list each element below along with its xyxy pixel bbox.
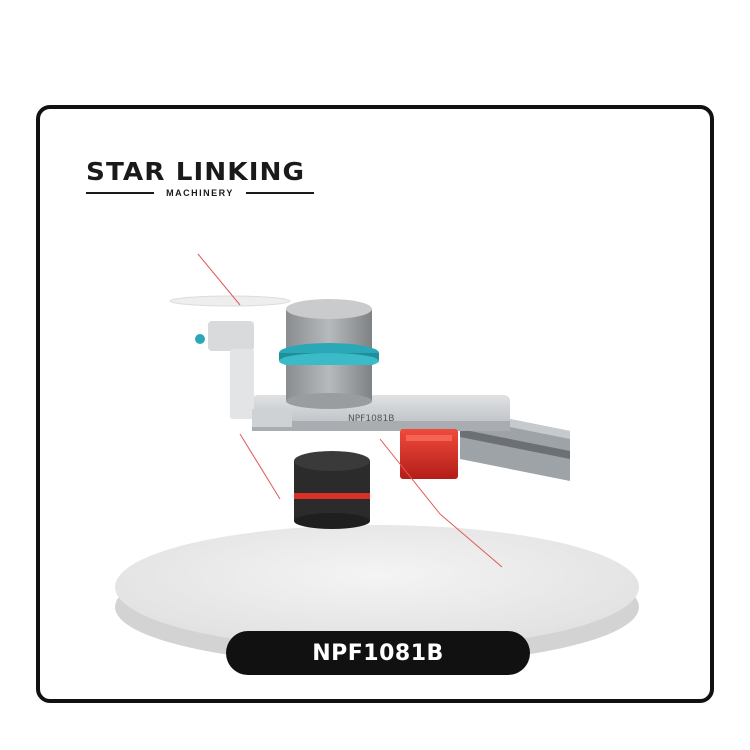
brand-logo: STAR LINKING MACHINERY — [86, 157, 315, 198]
needle-cylinder — [294, 451, 370, 529]
gear-column — [279, 299, 379, 409]
divider-right — [245, 192, 315, 194]
product-card: STAR LINKING MACHINERY — [36, 105, 714, 703]
product-illustration: NPF1081B — [115, 253, 639, 665]
yarn-threads — [197, 253, 503, 568]
yarn-guide — [169, 295, 292, 427]
brand-subtitle-row: MACHINERY — [86, 188, 315, 198]
arm-model-label: NPF1081B — [348, 414, 394, 424]
divider-left — [86, 192, 155, 194]
brand-subtitle: MACHINERY — [166, 188, 234, 198]
red-feeder — [400, 429, 458, 479]
model-badge: NPF1081B — [226, 631, 530, 675]
brand-name: STAR LINKING — [86, 157, 306, 186]
